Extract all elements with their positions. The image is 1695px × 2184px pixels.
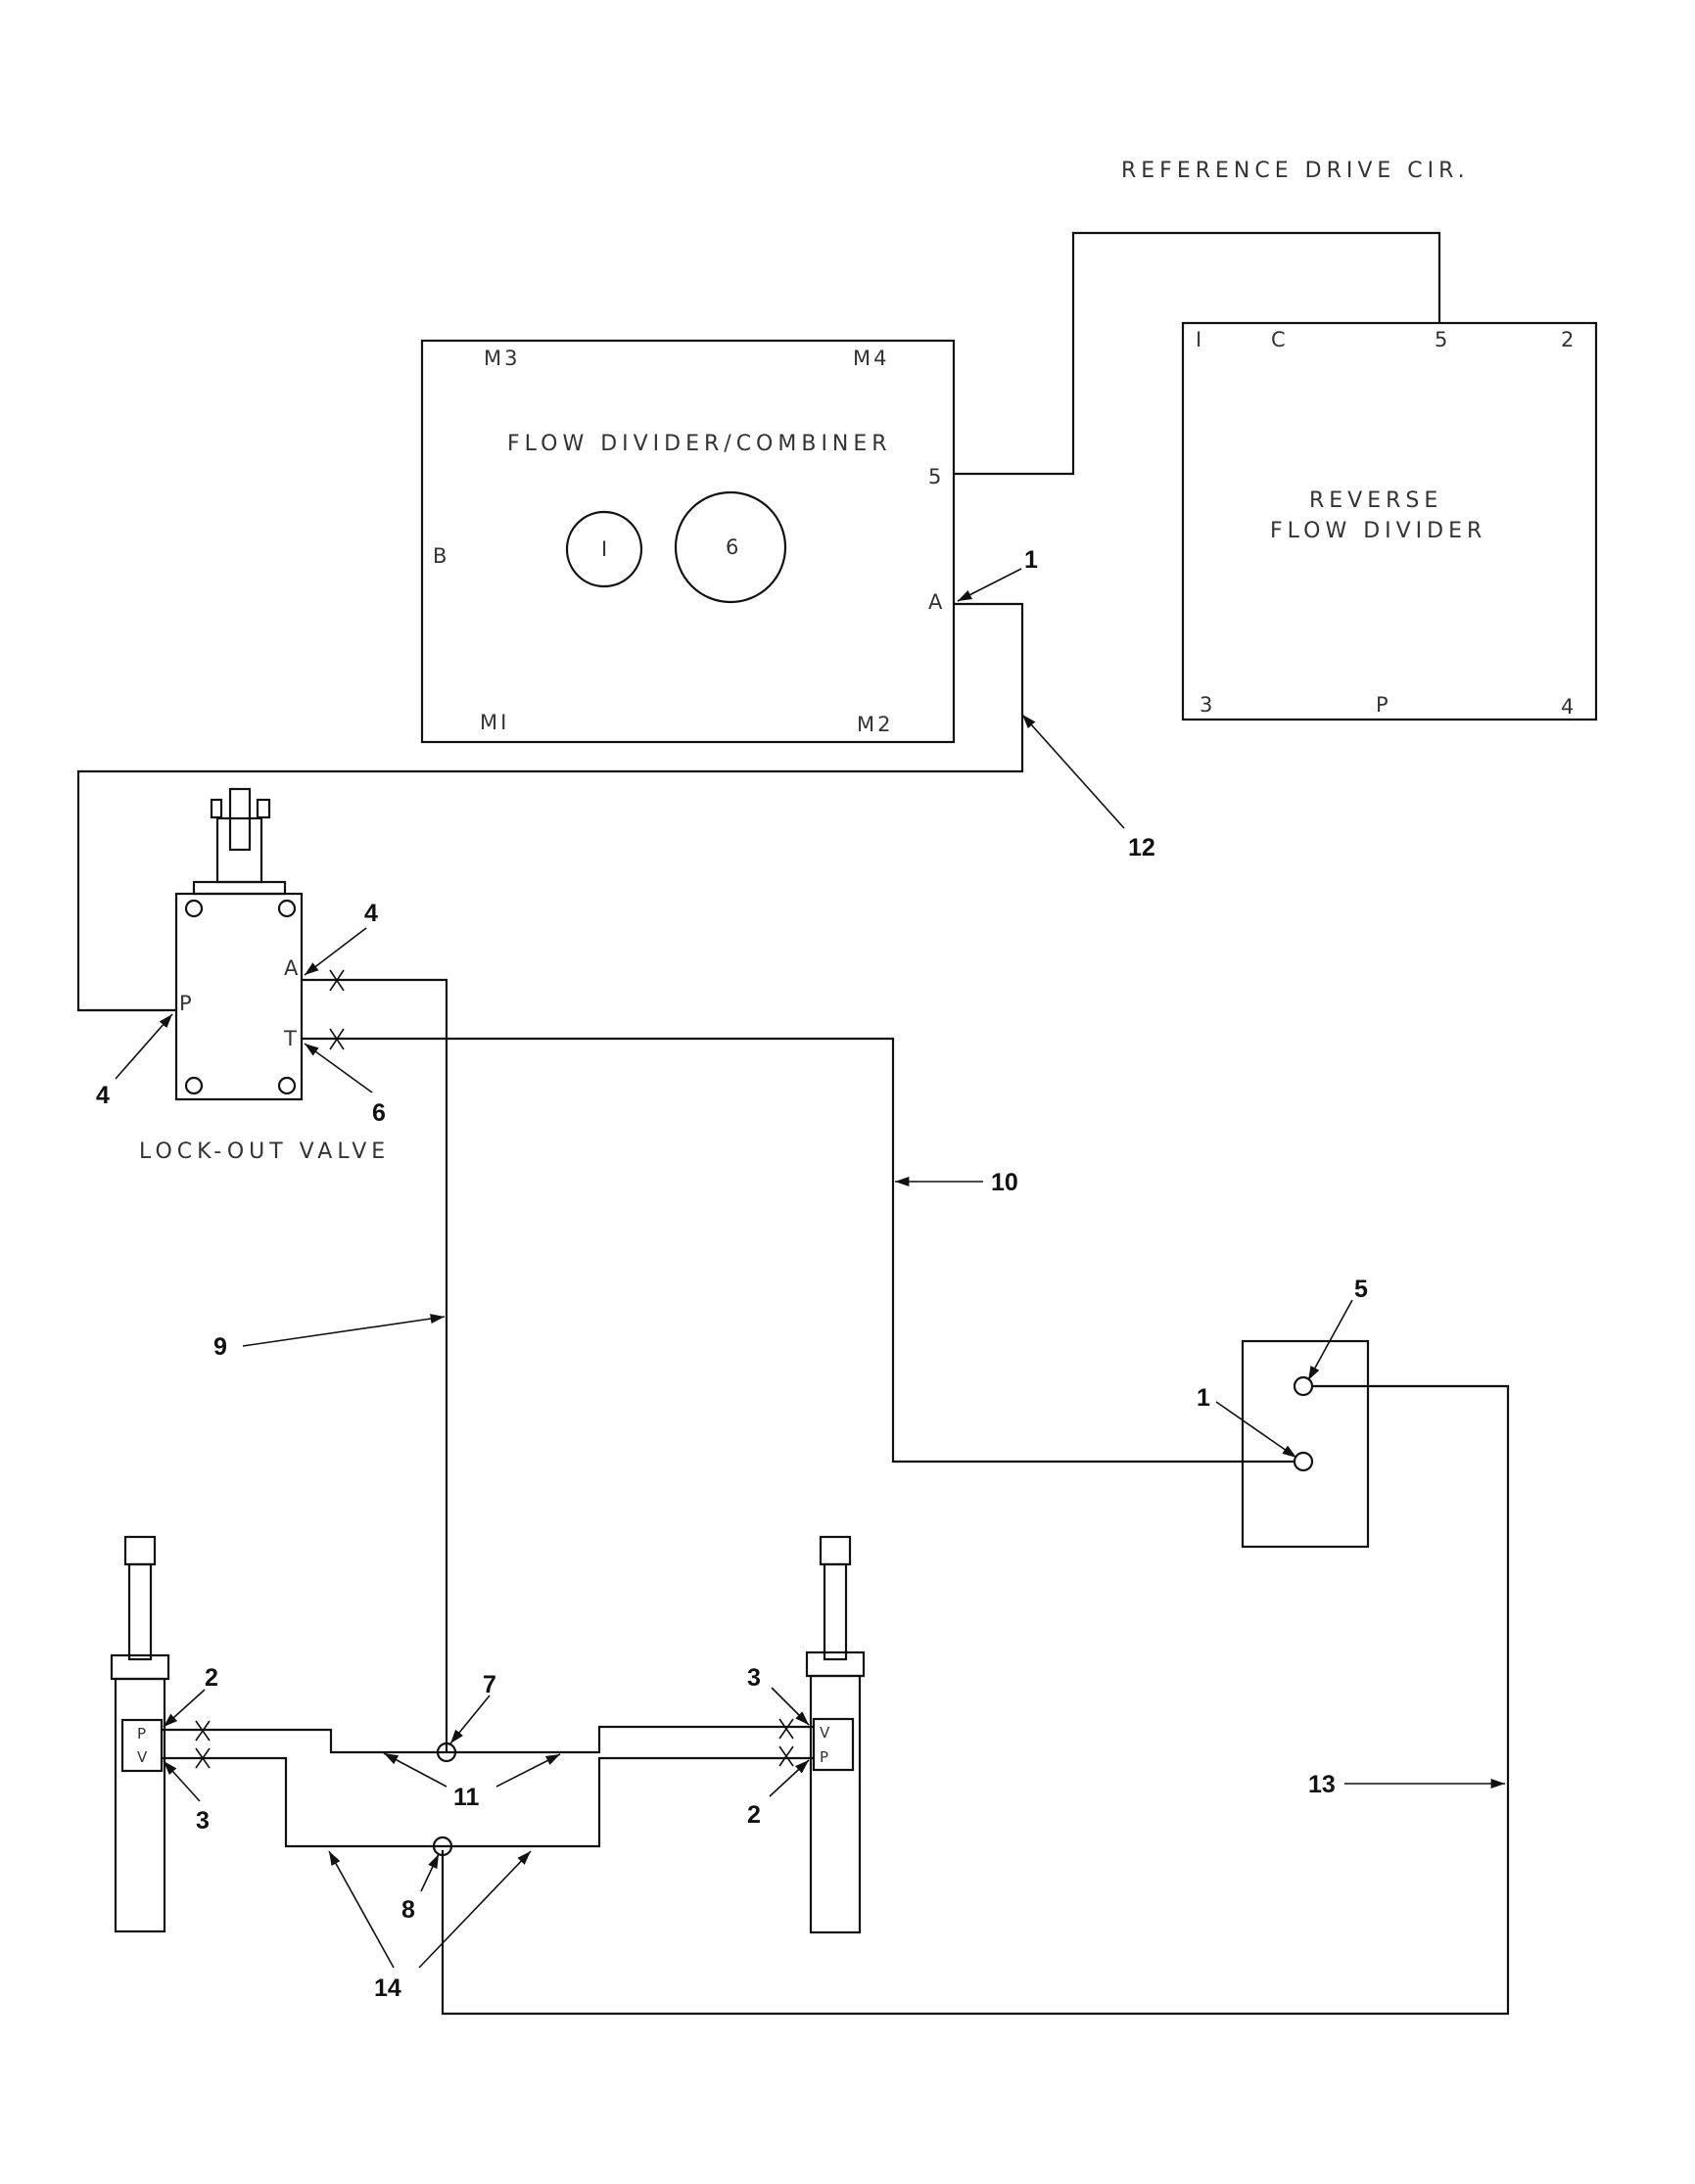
callout-8: 8 [401,1896,415,1924]
callout-11: 11 [453,1784,480,1811]
port-2-label: 2 [1561,328,1577,351]
line-9 [302,978,448,1752]
port-c-label: C [1271,328,1289,351]
flow-divider-combiner: M3 M4 FLOW DIVIDER/COMBINER B 5 A MI M2 … [420,339,956,744]
line-12 [76,602,1024,1012]
callout-4-left: 4 [96,1082,110,1109]
left-cyl-port-v: V [137,1748,148,1766]
right-cylinder: V P [805,1535,866,1934]
reverse-title-line2: FLOW DIVIDER [1270,519,1486,543]
callout-10: 10 [991,1169,1018,1196]
reverse-flow-divider: I C 5 2 REVERSE FLOW DIVIDER 3 P 4 [1181,321,1598,721]
lockout-valve: A P T LOCK-OUT VALVE [139,787,390,1164]
right-cyl-port-p: P [820,1748,828,1766]
callout-14: 14 [374,1975,401,2002]
reverse-title-line1: REVERSE [1309,488,1442,513]
lockout-port-p-label: P [179,992,195,1015]
manifold-port-1 [1293,1451,1314,1472]
left-cylinder: P V [110,1535,170,1933]
port-5-label: 5 [928,465,944,488]
flow-divider-title: FLOW DIVIDER/COMBINER [507,432,892,456]
callout-5: 5 [1354,1276,1368,1303]
port-m3-label: M3 [484,347,520,370]
callout-7: 7 [483,1671,496,1698]
callout-3-right: 3 [747,1664,761,1692]
callout-1-right: 1 [1197,1384,1210,1412]
callout-2-left: 2 [205,1664,218,1692]
line-11 [162,1725,814,1754]
small-manifold [1241,1339,1370,1549]
callout-12: 12 [1128,834,1155,861]
port-4-label: 4 [1561,695,1577,719]
leader-lines [115,568,1505,1969]
port-5-label: 5 [1435,328,1450,351]
reference-drive-line [954,231,1441,476]
line-14 [162,1756,814,1848]
left-cyl-port-p: P [137,1725,146,1743]
port-m2-label: M2 [857,713,893,736]
large-dial-label: 6 [726,535,741,559]
port-a-label: A [928,590,945,614]
callout-3-left: 3 [196,1807,210,1835]
large-dial-circle [674,490,787,604]
callout-1-top: 1 [1024,546,1038,574]
callout-2-right: 2 [747,1801,761,1829]
port-p-label: P [1376,693,1391,717]
right-cyl-port-v: V [820,1724,830,1742]
port-b-label: B [433,544,449,568]
tee-7 [436,1742,457,1763]
port-1-label: I [1196,328,1204,351]
reference-note: REFERENCE DRIVE CIR. [1121,159,1470,183]
manifold-port-5 [1293,1375,1314,1397]
line-13 [441,1384,1510,2016]
lockout-port-a-label: A [284,956,301,980]
callout-4-top: 4 [364,900,378,927]
x-fittings-left-cylinder [195,1720,211,1769]
tee-8 [432,1835,453,1857]
callout-13: 13 [1308,1771,1336,1798]
callout-numbers: 1 12 4 4 6 10 9 5 1 2 3 7 11 3 2 13 8 14 [96,546,1368,2002]
small-dial-label: I [601,537,610,561]
port-m4-label: M4 [853,347,889,370]
port-m1-label: MI [480,711,509,734]
lockout-port-t-label: T [283,1027,300,1050]
port-3-label: 3 [1200,693,1215,717]
callout-9: 9 [213,1333,227,1361]
x-fittings-right-cylinder [778,1718,794,1767]
callout-6: 6 [372,1099,386,1127]
lockout-valve-title: LOCK-OUT VALVE [139,1139,390,1164]
line-10 [302,1037,1295,1464]
small-dial-circle [565,510,643,588]
